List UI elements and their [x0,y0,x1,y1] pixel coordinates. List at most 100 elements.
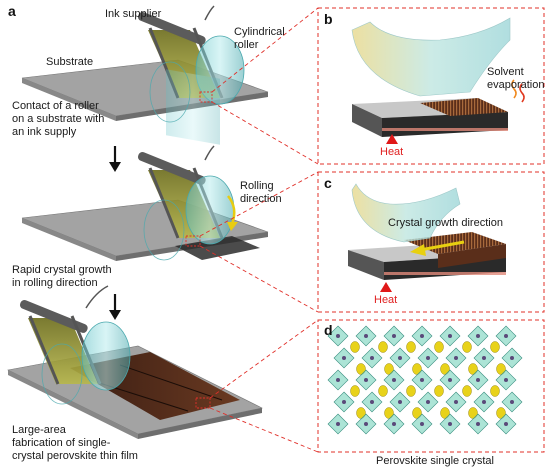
lattice-b-site-atom [448,422,452,426]
grown-film-2 [175,236,260,260]
lattice-b-site-atom [482,356,486,360]
lattice-b-site-atom [364,378,368,382]
lattice-b-site-atom [392,334,396,338]
rolling-direction-arrow [227,195,236,225]
lattice-b-site-atom [510,400,514,404]
lattice-a-site-cation [384,363,394,375]
panel-b [317,7,545,165]
lattice-a-site-cation [378,385,388,397]
lattice-b-site-atom [426,356,430,360]
lattice-b-site-atom [342,356,346,360]
heat-label-b: Heat [380,146,404,158]
lattice-b-site-atom [476,334,480,338]
lattice-b-site-atom [342,400,346,404]
zoom-box-1 [199,91,213,103]
crystal-growth-arrow [410,240,465,256]
lattice-b-site-atom [392,378,396,382]
lattice-b-site-atom [448,378,452,382]
lattice-b-site-atom [504,378,508,382]
lattice-b-site-atom [364,334,368,338]
lattice-b-site-atom [510,356,514,360]
lattice-a-site-cation [350,385,360,397]
lattice-a-site-cation [490,385,500,397]
crystal-growth-direction-label: Crystal growth direction [388,217,503,229]
lattice-b-site-atom [398,400,402,404]
lattice-b-site-atom [370,400,374,404]
rolling-direction-label: Rolling direction [240,180,282,205]
ink-supplier-device-3 [19,285,109,385]
lattice-b-site-atom [482,400,486,404]
zoom-connectors [199,7,319,453]
lattice-b-site-atom [448,334,452,338]
panel-a-step2-group [21,145,269,261]
panel-c [317,171,545,313]
lattice-b-site-atom [476,422,480,426]
lattice-b-site-atom [370,356,374,360]
lattice-b-site-atom [426,400,430,404]
lattice-a-site-cation [356,363,366,375]
panel-label-b: b [324,11,333,27]
solvent-evaporation-label: Solvent evaporation [487,66,545,91]
step2-caption: Rapid crystal growth in rolling directio… [12,264,112,289]
lattice-b-site-atom [364,422,368,426]
lattice-a-site-cation [468,363,478,375]
lattice-b-site-atom [454,356,458,360]
lattice-a-site-cation [406,341,416,353]
panel-b-crystal-layer [420,98,508,116]
lattice-b-site-atom [476,378,480,382]
lattice-b-site-atom [420,334,424,338]
lattice-a-site-cation [496,407,506,419]
zoom-box-2 [185,235,201,247]
lattice-a-site-cation [350,341,360,353]
lattice-a-site-cation [462,341,472,353]
lattice-b-site-atom [392,422,396,426]
panel-b-meniscus [351,17,511,97]
lattice-b-site-atom [336,422,340,426]
lattice-b-site-atom [336,334,340,338]
lattice-b-site-atom [504,334,508,338]
lattice-a-site-cation [440,407,450,419]
step3-caption: Large-area fabrication of single- crysta… [12,424,138,462]
panel-label-d: d [324,322,333,338]
panel-a-step1-group [21,5,269,145]
lattice-a-site-cation [440,363,450,375]
substrate-label: Substrate [46,56,94,68]
cylindrical-roller-3 [41,321,131,405]
lattice-b-site-atom [454,400,458,404]
panel-label-c: c [324,175,332,191]
cylindrical-roller-label: Cylindrical roller [234,26,285,51]
lattice-a-site-cation [384,407,394,419]
heat-arrow-c [380,282,392,292]
perovskite-lattice [327,325,523,435]
perovskite-single-crystal-caption: Perovskite single crystal [376,455,494,467]
lattice-a-site-cation [462,385,472,397]
lattice-a-site-cation [356,407,366,419]
lattice-a-site-cation [468,407,478,419]
lattice-b-site-atom [336,378,340,382]
lattice-b-site-atom [504,422,508,426]
lattice-a-site-cation [412,363,422,375]
panel-a-step3-group [7,285,263,439]
cylindrical-roller-1 [149,35,245,145]
panel-label-a: a [8,3,16,19]
ink-supplier-label: Ink supplier [105,8,162,20]
lattice-a-site-cation [406,385,416,397]
zoom-box-3 [195,397,211,409]
lattice-b-site-atom [420,378,424,382]
lattice-a-site-cation [434,385,444,397]
panel-d [317,319,545,453]
process-arrow-1 [109,146,121,172]
lattice-b-site-atom [420,422,424,426]
process-arrow-2 [109,294,121,320]
heat-label-c: Heat [374,294,398,306]
lattice-b-site-atom [398,356,402,360]
lattice-a-site-cation [378,341,388,353]
lattice-a-site-cation [434,341,444,353]
lattice-a-site-cation [496,363,506,375]
lattice-a-site-cation [412,407,422,419]
step1-caption: Contact of a roller on a substrate with … [12,100,105,138]
panel-c-meniscus [351,183,461,243]
heat-arrow-b [386,134,398,144]
